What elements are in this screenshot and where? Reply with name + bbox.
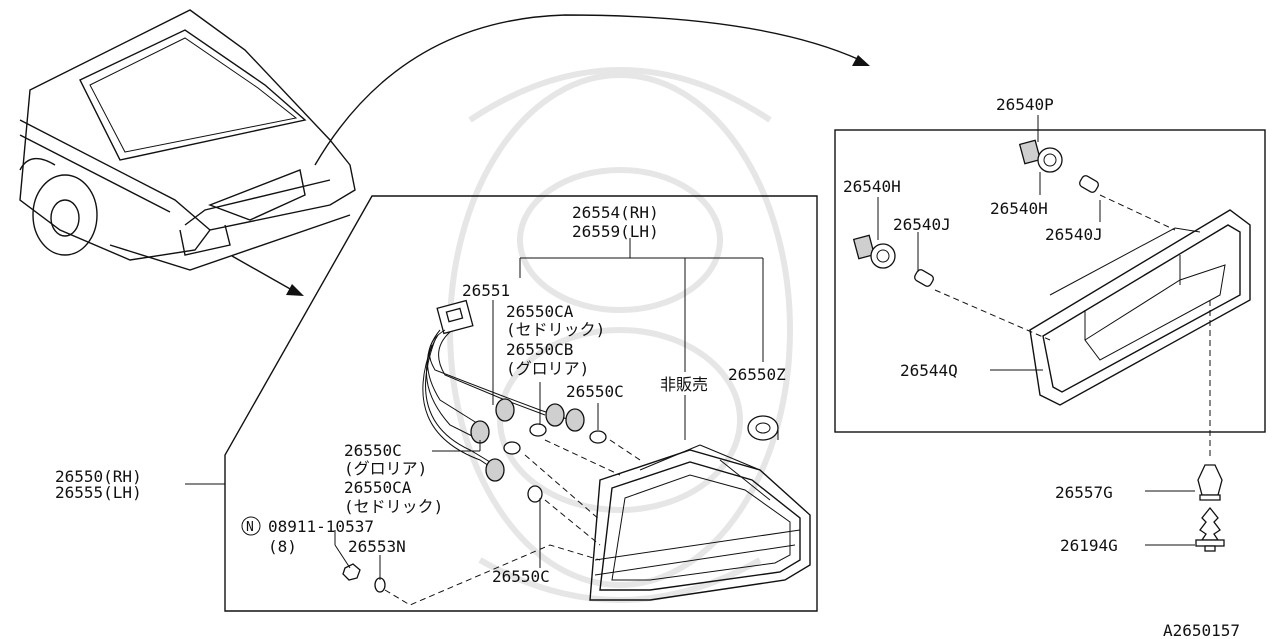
label-bulb-c-top: 26550C [566,382,624,401]
part-labels: 26554(RH) 26559(LH) 26551 26550CA (セドリック… [55,95,1240,639]
label-nut-qty: (8) [268,537,297,556]
label-assy-rh: 26550(RH) [55,467,142,486]
lamp-detail-frame [224,195,818,612]
license-finisher [1029,209,1251,406]
label-bulb-j-1: 26540J [893,215,951,234]
grommet-part [747,415,779,441]
leader-lines-left [185,238,764,580]
label-socket: 26551 [462,281,510,300]
figure-code: A2650157 [1163,621,1240,639]
rear-combination-lamp [589,444,811,601]
label-socket-h-2: 26540H [990,199,1048,218]
label-bulb-c-mid: 26550C [344,441,402,460]
car-outline [19,9,356,271]
label-finisher-p: 26540P [996,95,1054,114]
wiring-harness [422,299,607,503]
label-note-cedric-1: (セドリック) [506,320,605,339]
label-lamp-lh: 26559(LH) [572,222,659,241]
callout-arrows [231,14,870,296]
label-clip-g: 26557G [1055,483,1113,502]
label-nut-marker: N [246,520,254,535]
finisher-sockets [852,139,1099,287]
leader-lines-right [877,115,1195,546]
watermark-emblem [447,67,793,603]
nut-marker-circle [241,516,261,536]
label-washer: 26553N [348,537,406,556]
finisher-assembly-lines [934,194,1211,460]
label-bulb-ca-1: 26550CA [506,302,574,321]
label-bulb-ca-2: 26550CA [344,478,412,497]
label-clip-194: 26194G [1060,536,1118,555]
nut-and-washer [342,563,386,593]
label-grommet: 26550Z [728,365,786,384]
label-bulb-cb: 26550CB [506,340,573,359]
label-note-gloria-2: (グロリア) [344,459,427,478]
clips [1195,464,1225,552]
label-socket-h-1: 26540H [843,177,901,196]
label-not-for-sale: 非販売 [660,375,708,394]
label-assy-lh: 26555(LH) [55,483,142,502]
assembly-lines-left [384,439,641,606]
label-bulb-c-bottom: 26550C [492,567,550,586]
label-bulb-j-2: 26540J [1045,225,1103,244]
label-nut-code: 08911-10537 [268,517,374,536]
label-lamp-rh: 26554(RH) [572,203,659,222]
finisher-detail-frame [834,129,1266,433]
label-finisher-q: 26544Q [900,361,958,380]
label-note-cedric-2: (セドリック) [344,497,443,516]
label-note-gloria-1: (グロリア) [506,359,589,378]
